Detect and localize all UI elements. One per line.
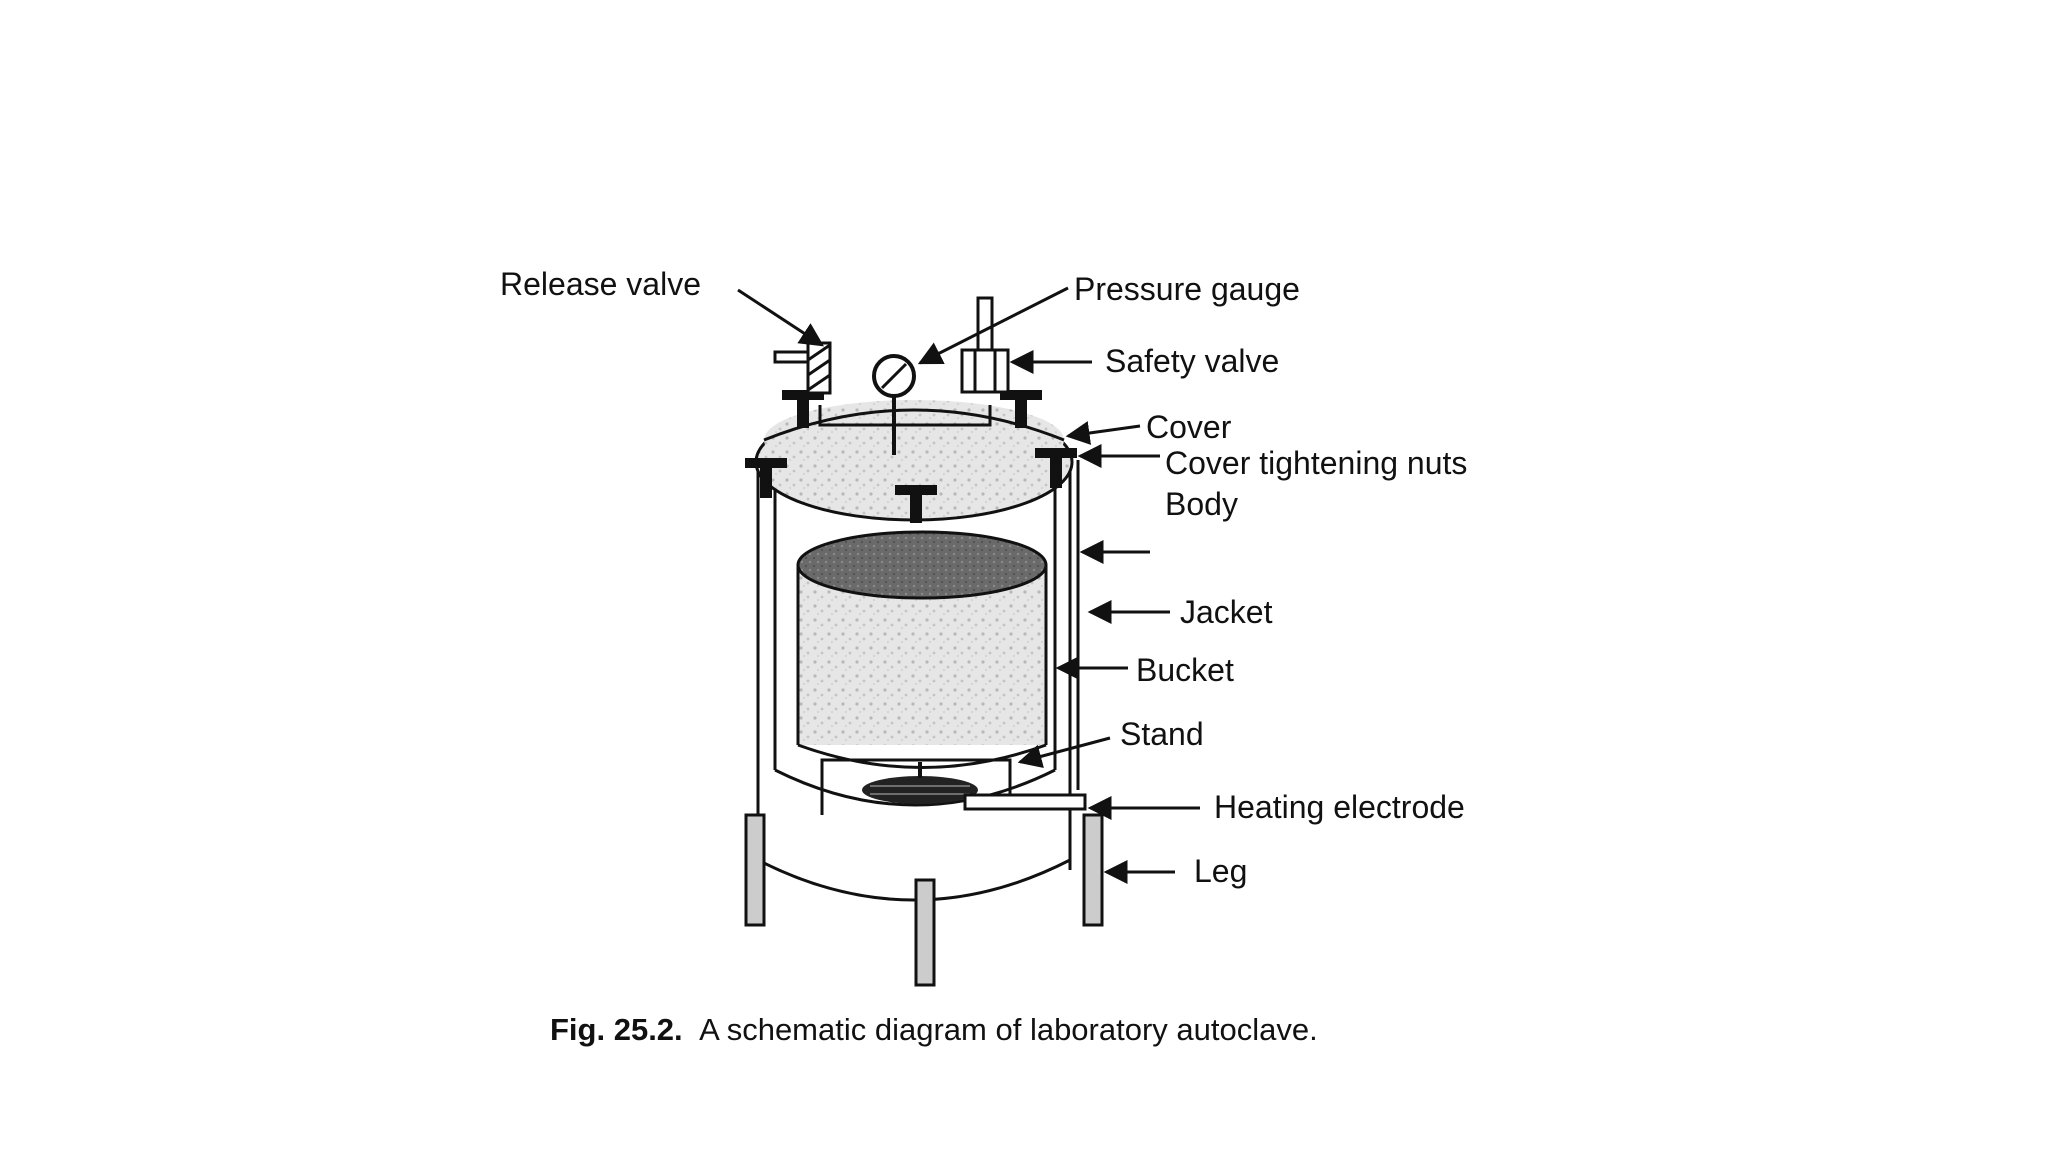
release-valve (773, 341, 832, 395)
label-body: Body (1165, 486, 1238, 522)
autoclave-body (756, 460, 1080, 902)
safety-valve (960, 296, 1010, 394)
label-release-valve: Release valve (500, 266, 701, 302)
stand (820, 758, 1012, 815)
pressure-gauge (872, 354, 916, 455)
legs (744, 813, 1104, 987)
bucket (796, 530, 1048, 769)
label-leg: Leg (1194, 853, 1247, 889)
label-cover-tightening-nuts: Cover tightening nuts (1165, 445, 1467, 481)
label-bucket: Bucket (1136, 652, 1234, 688)
cover-tightening-nuts (745, 390, 1077, 523)
label-heating-electrode: Heating electrode (1214, 789, 1465, 825)
label-safety-valve: Safety valve (1105, 343, 1279, 379)
heating-electrode (862, 762, 1087, 811)
caption-text: A schematic diagram of laboratory autocl… (699, 1012, 1318, 1047)
label-stand: Stand (1120, 716, 1204, 752)
label-pressure-gauge: Pressure gauge (1074, 271, 1300, 307)
label-jacket: Jacket (1180, 594, 1273, 630)
leader-lines (737, 286, 1200, 884)
label-cover: Cover (1146, 409, 1232, 445)
figure-caption: Fig. 25.2. A schematic diagram of labora… (550, 1012, 1318, 1047)
caption-number: Fig. 25.2. (550, 1012, 683, 1047)
